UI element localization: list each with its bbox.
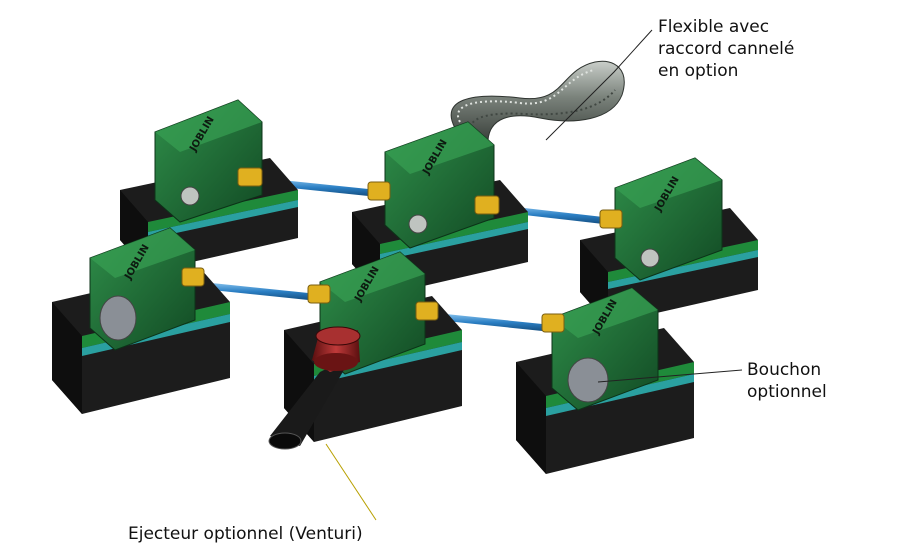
- plug-cap: [99, 295, 137, 341]
- fitting: [474, 195, 500, 215]
- fitting: [599, 209, 623, 229]
- label-ejecteur: Ejecteur optionnel (Venturi): [128, 524, 363, 544]
- tube-lower-right: [436, 313, 552, 332]
- leader-flexible: [545, 29, 653, 141]
- fitting: [367, 181, 391, 201]
- fitting: [181, 267, 205, 287]
- module-front-right: JOBLIN: [516, 287, 694, 474]
- plug-cap: [567, 357, 609, 403]
- fitting: [541, 313, 565, 333]
- tube-lower-left: [202, 282, 318, 301]
- fitting: [415, 301, 439, 321]
- fitting: [307, 284, 331, 304]
- leader-bouchon: [597, 369, 743, 383]
- label-flexible: Flexible avec raccord cannelé en option: [658, 17, 795, 81]
- label-bouchon: Bouchon optionnel: [747, 360, 827, 402]
- leader-ejecteur: [325, 443, 377, 521]
- module-front-left: JOBLIN: [52, 227, 230, 414]
- tube-upper-right: [498, 205, 612, 225]
- module-back-right: JOBLIN: [580, 157, 758, 324]
- venturi-ejector: [268, 326, 361, 450]
- fitting: [237, 167, 263, 187]
